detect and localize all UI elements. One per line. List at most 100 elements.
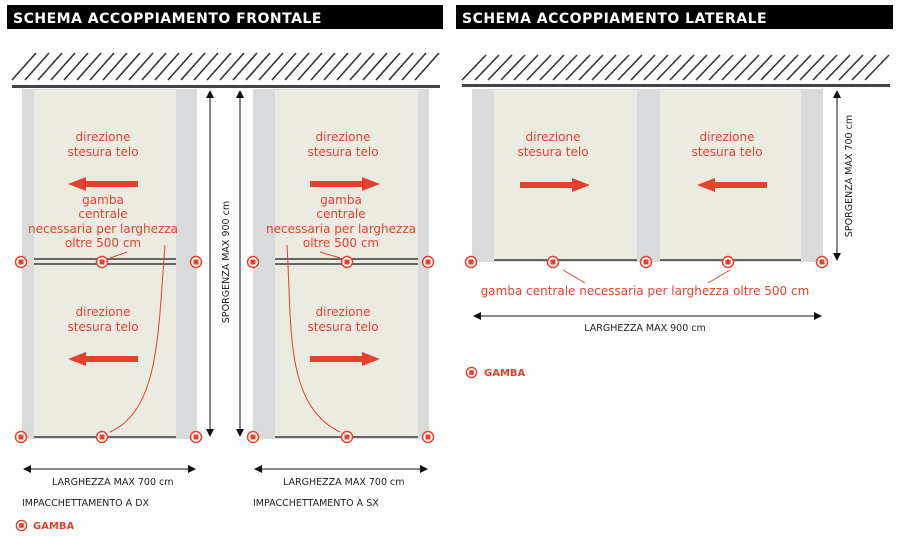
leg-icon: [246, 430, 260, 444]
leg-icon: [15, 519, 28, 532]
direction-label: direzione: [316, 305, 371, 319]
hatch-stroke: [851, 54, 877, 81]
leader-line: [109, 244, 166, 433]
wall-line: [462, 84, 890, 87]
legend-label: GAMBA: [33, 521, 75, 532]
direction-label: stesura telo: [517, 145, 588, 159]
hatch-stroke: [323, 52, 349, 81]
hatch-stroke: [669, 54, 695, 81]
leg-icon: [189, 430, 203, 444]
hatch-stroke: [375, 52, 401, 81]
hatch-stroke: [24, 52, 50, 81]
direction-label: stesura telo: [67, 145, 138, 159]
width-label: LARGHEZZA MAX 900 cm: [584, 323, 706, 334]
hatch-stroke: [760, 54, 786, 81]
hatch-stroke: [154, 52, 180, 81]
leg-icon: [246, 255, 260, 269]
direction-label: stesura telo: [67, 320, 138, 334]
hatch-stroke: [812, 54, 838, 81]
hatch-stroke: [734, 54, 760, 81]
hatch-stroke: [643, 54, 669, 81]
leg-icon: [95, 430, 109, 444]
hatch-stroke: [838, 54, 864, 81]
pergola-unit-left: direzione stesura telo gamba centrale ne…: [22, 89, 197, 439]
leg-icon: [546, 255, 560, 269]
direction-label: stesura telo: [691, 145, 762, 159]
note-line: necessaria per larghezza: [28, 222, 178, 236]
hatch-stroke: [708, 54, 734, 81]
hatch-stroke: [76, 52, 102, 81]
note-line: necessaria per larghezza: [266, 222, 416, 236]
hatch-stroke: [773, 54, 799, 81]
hatch-stroke: [656, 54, 682, 81]
direction-label: direzione: [526, 130, 581, 144]
leg-icon: [464, 255, 478, 269]
leg-icon: [421, 430, 435, 444]
hatch-stroke: [786, 54, 812, 81]
legend-label: GAMBA: [484, 368, 526, 379]
width-label: LARGHEZZA MAX 700 cm: [52, 477, 174, 488]
hatch-stroke: [336, 52, 362, 81]
leg-icon: [14, 430, 28, 444]
hatch-stroke: [539, 54, 565, 81]
hatch-stroke: [474, 54, 500, 81]
frontal-title: SCHEMA ACCOPPIAMENTO FRONTALE: [13, 11, 322, 27]
hatch-stroke: [747, 54, 773, 81]
hatch-stroke: [591, 54, 617, 81]
hatch-stroke: [193, 52, 219, 81]
wall-line: [12, 85, 440, 88]
hatch-stroke: [362, 52, 388, 81]
hatch-stroke: [206, 52, 232, 81]
pergola-unit-right: direzione stesura telo gamba centrale ne…: [253, 89, 429, 439]
note-line: oltre 500 cm: [65, 236, 141, 250]
lateral-title-bar: [456, 5, 893, 29]
note-line: oltre 500 cm: [303, 236, 379, 250]
hatch-stroke: [500, 54, 526, 81]
hatch-stroke: [526, 54, 552, 81]
leg-icon: [465, 366, 478, 379]
leg-icon: [189, 255, 203, 269]
leg-icon: [340, 255, 354, 269]
hatch-stroke: [245, 52, 271, 81]
hatch-stroke: [284, 52, 310, 81]
hatch-stroke: [695, 54, 721, 81]
hatch-stroke: [825, 54, 851, 81]
leg-icon: [340, 430, 354, 444]
hatch-stroke: [102, 52, 128, 81]
direction-label: stesura telo: [307, 145, 378, 159]
note-line: gamba: [82, 193, 124, 207]
hatch-stroke: [297, 52, 323, 81]
note-line: gamba centrale necessaria per larghezza …: [481, 284, 810, 298]
hatch-stroke: [401, 52, 427, 81]
hatch-stroke: [141, 52, 167, 81]
hatch-stroke: [271, 52, 297, 81]
hatch-stroke: [388, 52, 414, 81]
hatch-stroke: [310, 52, 336, 81]
leader-line: [286, 244, 341, 433]
width-label: LARGHEZZA MAX 700 cm: [283, 477, 405, 488]
hatch-stroke: [219, 52, 245, 81]
hatch-stroke: [115, 52, 141, 81]
wall-hatch: [461, 54, 890, 81]
hatch-stroke: [513, 54, 539, 81]
hatch-stroke: [565, 54, 591, 81]
hatch-stroke: [128, 52, 154, 81]
depth-label: SPORGENZA MAX 900 cm: [221, 201, 232, 323]
leg-icon: [815, 255, 829, 269]
hatch-stroke: [552, 54, 578, 81]
hatch-stroke: [232, 52, 258, 81]
note-line: gamba: [320, 193, 362, 207]
leg-icon: [721, 255, 735, 269]
hatch-stroke: [180, 52, 206, 81]
leader-line: [109, 251, 128, 259]
wall-hatch: [11, 52, 440, 81]
hatch-stroke: [50, 52, 76, 81]
direction-label: direzione: [76, 130, 131, 144]
hatch-stroke: [167, 52, 193, 81]
pergola-pair: direzione stesura telo direzione stesura…: [472, 89, 823, 262]
hatch-stroke: [414, 52, 440, 81]
hatch-stroke: [799, 54, 825, 81]
hatch-stroke: [37, 52, 63, 81]
lateral-title: SCHEMA ACCOPPIAMENTO LATERALE: [462, 11, 767, 27]
